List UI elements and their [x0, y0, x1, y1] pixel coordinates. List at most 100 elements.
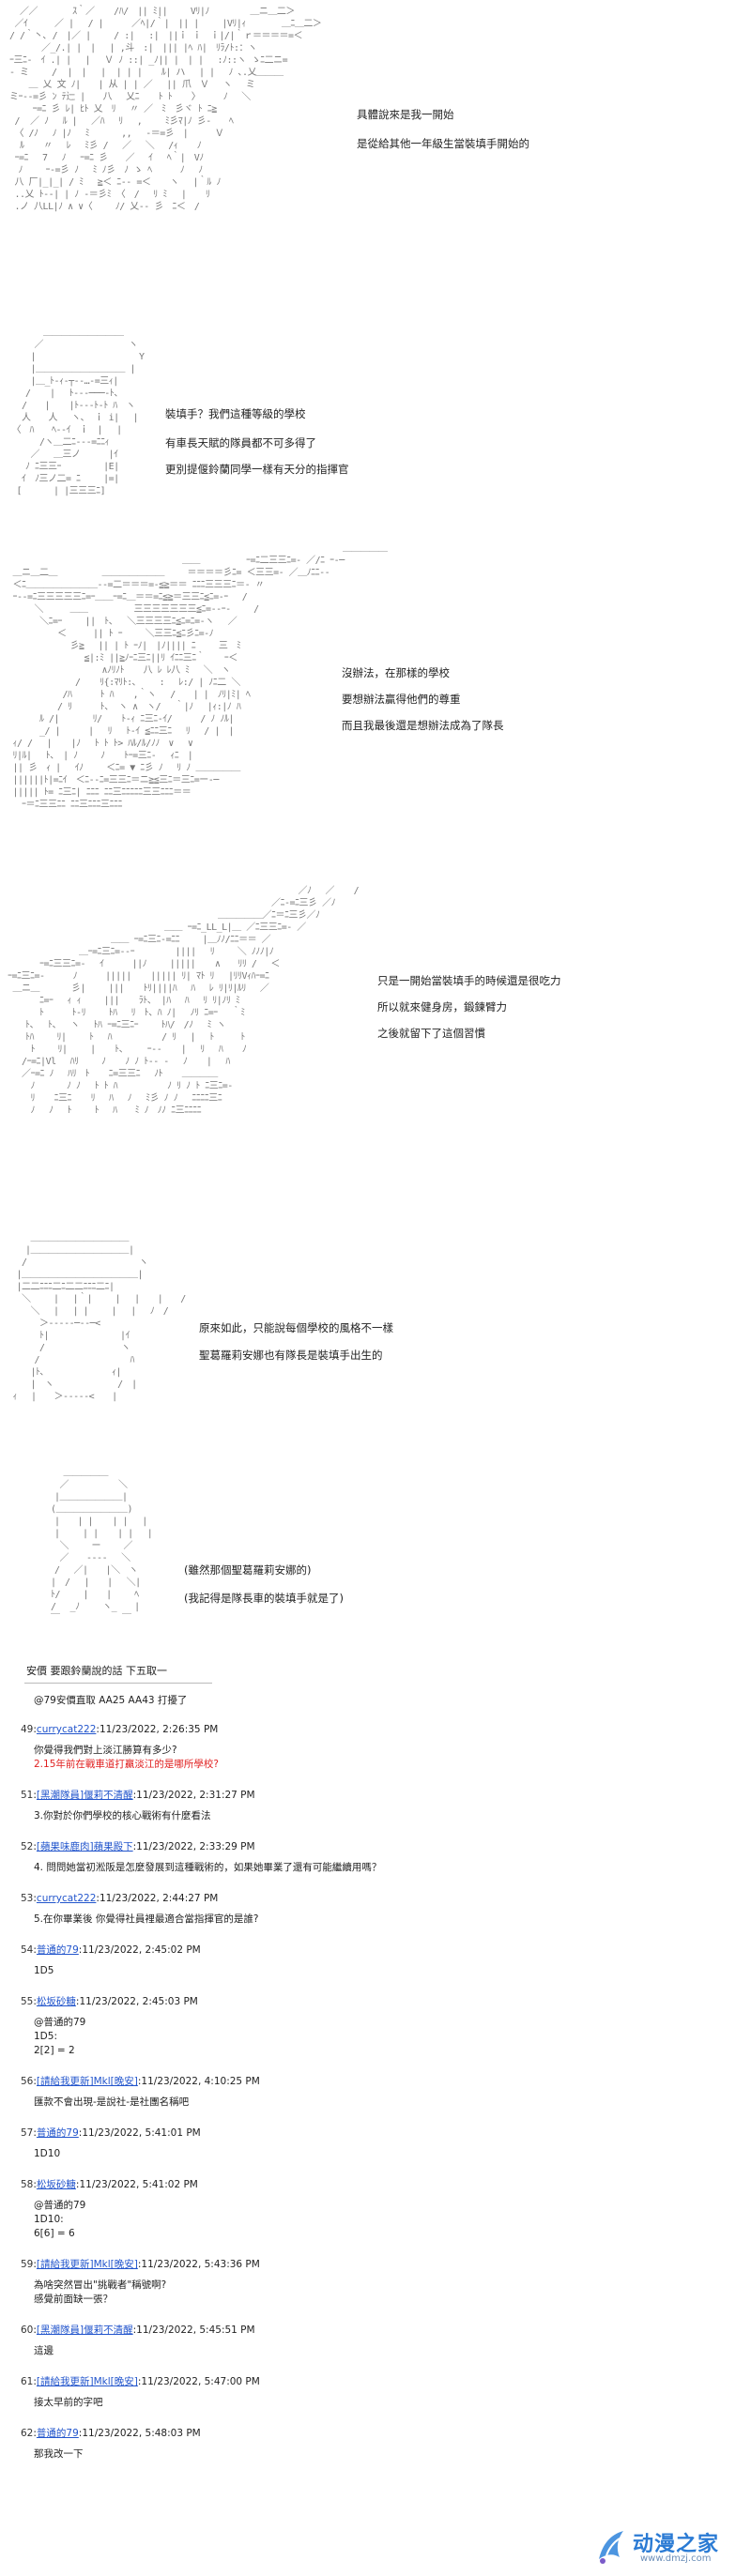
- post-header: 61:[請給我更新]Mkl[晚安]:11/23/2022, 5:47:00 PM: [21, 2376, 260, 2387]
- post-item: 59:[請給我更新]Mkl[晚安]:11/23/2022, 5:43:36 PM…: [21, 2258, 546, 2307]
- dialogue-text: 是從給其他一年級生當裝填手開始的: [357, 137, 529, 150]
- post-line: 3.你對於你們學校的核心戰術有什麼看法: [34, 1810, 211, 1821]
- post-author-link[interactable]: [黑潮隊員]偃莉不清醒: [36, 2324, 133, 2336]
- post-author-link[interactable]: currycat222: [36, 1893, 97, 1904]
- post-header: 57:普通的79:11/23/2022, 5:41:01 PM: [21, 2127, 201, 2139]
- post-body: 那我改一下: [21, 2447, 546, 2462]
- post-author-link[interactable]: [黑潮隊員]偃莉不清醒: [36, 1790, 133, 1801]
- post-line: 匯款不會出現-是說社-是社團名稱吧: [34, 2096, 190, 2108]
- post-header: 56:[請給我更新]Mkl[晚安]:11/23/2022, 4:10:25 PM: [21, 2076, 260, 2087]
- post-body: 3.你對於你們學校的核心戰術有什麼看法: [21, 1809, 546, 1823]
- post-header: 60:[黑潮隊員]偃莉不清醒:11/23/2022, 5:45:51 PM: [21, 2324, 255, 2336]
- post-timestamp: 11/23/2022, 5:41:02 PM: [79, 2179, 198, 2190]
- aa-panel-2: ＿＿＿＿＿＿＿＿＿ ／ ヽ | Y |＿＿＿＿＿＿＿＿＿＿ | |＿_ﾄ-ｨ-┬…: [0, 319, 751, 530]
- post-author-link[interactable]: [請給我更新]Mkl[晚安]: [36, 2376, 138, 2387]
- post-body: 1D10: [21, 2147, 546, 2161]
- ascii-art-4: ／ﾉ ／ / ／ﾆ-=ﾆ三彡 ／ﾉ ＿＿＿＿＿／ﾆ＝ﾆ三彡／ﾉ ＿＿ ｰ=ﾆ_L…: [8, 886, 360, 1116]
- post-author-link[interactable]: 松坂砂糖: [36, 1996, 76, 2007]
- post-author-link[interactable]: 普通的79: [36, 2127, 79, 2139]
- post-number: 49: [21, 1724, 34, 1735]
- post-line: 1D10: [34, 2148, 61, 2159]
- aa-panel-5: ＿＿＿＿＿＿＿＿＿＿＿ |＿＿＿＿＿＿＿＿＿＿＿| / ヽ |＿＿＿＿＿＿＿＿＿…: [0, 1225, 751, 1455]
- post-timestamp: 11/23/2022, 2:45:02 PM: [82, 1944, 201, 1956]
- post-item: 61:[請給我更新]Mkl[晚安]:11/23/2022, 5:47:00 PM…: [21, 2375, 546, 2410]
- post-header: 52:[蘋果味鹿肉]蘋果殿下:11/23/2022, 2:33:29 PM: [21, 1841, 255, 1852]
- footer-note: 安價 要跟鈴蘭說的話 下五取一: [26, 1665, 167, 1677]
- post-body: 你覺得我們對上淡江勝算有多少? 2.15年前在戰車道打贏淡江的是哪所學校?: [21, 1744, 546, 1772]
- post-number: 55: [21, 1996, 34, 2007]
- chat-log: @79安價直取 AA25 AA43 打擾了 49:currycat222:11/…: [21, 1694, 546, 2478]
- post-timestamp: 11/23/2022, 2:31:27 PM: [136, 1790, 255, 1801]
- post-item: 54:普通的79:11/23/2022, 2:45:02 PM 1D5: [21, 1943, 546, 1978]
- post-timestamp: 11/23/2022, 2:33:29 PM: [136, 1841, 255, 1852]
- post-author-link[interactable]: [請給我更新]Mkl[晚安]: [36, 2076, 138, 2087]
- post-header: 55:松坂砂糖:11/23/2022, 2:45:03 PM: [21, 1996, 198, 2007]
- post-timestamp: 11/23/2022, 5:43:36 PM: [141, 2259, 260, 2270]
- post-line: 你覺得我們對上淡江勝算有多少?: [34, 1745, 177, 1756]
- post-timestamp: 11/23/2022, 5:48:03 PM: [82, 2428, 201, 2439]
- post-item: 60:[黑潮隊員]偃莉不清醒:11/23/2022, 5:45:51 PM 這邊: [21, 2324, 546, 2358]
- post-header: 51:[黑潮隊員]偃莉不清醒:11/23/2022, 2:31:27 PM: [21, 1790, 255, 1801]
- post-timestamp: 11/23/2022, 5:41:01 PM: [82, 2127, 201, 2139]
- post-timestamp: 11/23/2022, 2:44:27 PM: [99, 1893, 219, 1904]
- ascii-art-1: ／／ ｽ｀／ /ﾊ/ || ﾐ|| Vﾘ|ﾉ ＿ニ＿二＞ ／ｲ ／ | / | …: [9, 7, 322, 212]
- dialogue-text: 聖葛羅莉安娜也有隊長是裝填手出生的: [199, 1349, 383, 1362]
- post-line-highlight: 2.15年前在戰車道打贏淡江的是哪所學校?: [34, 1759, 219, 1770]
- chat-intro: @79安價直取 AA25 AA43 打擾了: [34, 1695, 188, 1706]
- post-number: 59: [21, 2259, 34, 2270]
- post-body: 為啥突然冒出"挑戰者"稱號啊?感覺前面缺一張？: [21, 2279, 546, 2307]
- post-body: 匯款不會出現-是說社-是社團名稱吧: [21, 2096, 546, 2110]
- post-author-link[interactable]: [請給我更新]Mkl[晚安]: [36, 2259, 138, 2270]
- ascii-art-3: ＿＿＿＿＿ ＿＿ ｰ=ﾆ二三三ﾆ=- ／/ﾆ ｰ‐─ ＿ニ＿二＿ ＿＿＿＿＿＿＿…: [12, 543, 389, 810]
- post-author-link[interactable]: [蘋果味鹿肉]蘋果殿下: [36, 1841, 133, 1852]
- dialogue-text: 有車長天賦的隊員都不可多得了: [165, 436, 316, 450]
- post-author-link[interactable]: currycat222: [36, 1724, 97, 1735]
- post-timestamp: 11/23/2022, 5:47:00 PM: [141, 2376, 260, 2387]
- dialogue-text: 而且我最後還是想辦法成為了隊長: [342, 719, 504, 732]
- dialogue-text: 所以就來健身房，鍛鍊臂力: [377, 1000, 507, 1014]
- post-number: 56: [21, 2076, 34, 2087]
- aa-panel-1: ／／ ｽ｀／ /ﾊ/ || ﾐ|| Vﾘ|ﾉ ＿ニ＿二＞ ／ｲ ／ | / | …: [0, 0, 751, 282]
- post-line: 那我改一下: [34, 2448, 84, 2460]
- post-item: 57:普通的79:11/23/2022, 5:41:01 PM 1D10: [21, 2126, 546, 2161]
- dialogue-text: (我記得是隊長車的裝填手就是了): [184, 1592, 344, 1605]
- post-line: 1D5: [34, 1965, 54, 1976]
- post-line: @普通的79: [34, 2017, 86, 2028]
- aa-panel-3: ＿＿＿＿＿ ＿＿ ｰ=ﾆ二三三ﾆ=- ／/ﾆ ｰ‐─ ＿ニ＿二＿ ＿＿＿＿＿＿＿…: [0, 535, 751, 873]
- post-timestamp: 11/23/2022, 5:45:51 PM: [136, 2324, 255, 2336]
- post-author-link[interactable]: 普通的79: [36, 1944, 79, 1956]
- post-header: 54:普通的79:11/23/2022, 2:45:02 PM: [21, 1944, 201, 1956]
- post-line: 感覺前面缺一張？: [34, 2294, 113, 2305]
- post-number: 57: [21, 2127, 34, 2139]
- post-number: 60: [21, 2324, 34, 2336]
- dialogue-text: 沒辦法，在那樣的學校: [342, 666, 450, 679]
- dialogue-text: 要想辦法贏得他們的尊重: [342, 693, 461, 706]
- dialogue-text: 只是一開始當裝填手的時候還是很吃力: [377, 974, 561, 987]
- site-watermark: 动漫之家 www.dmzj.com: [593, 2525, 734, 2568]
- site-url: www.dmzj.com: [640, 2553, 712, 2564]
- aa-panel-4: ／ﾉ ／ / ／ﾆ-=ﾆ三彡 ／ﾉ ＿＿＿＿＿／ﾆ＝ﾆ三彡／ﾉ ＿＿ ｰ=ﾆ_L…: [0, 877, 751, 1215]
- dialogue-text: 更別提偃鈴蘭同學一樣有天分的指揮官: [165, 463, 349, 476]
- post-number: 52: [21, 1841, 34, 1852]
- post-author-link[interactable]: 松坂砂糖: [36, 2179, 76, 2190]
- aa-panel-6: ＿＿＿＿＿ ／ ＼ |＿＿＿＿＿＿＿| (＿＿＿＿＿＿＿＿) | | | | |…: [0, 1459, 751, 1656]
- post-line: 接太早前的字吧: [34, 2397, 103, 2408]
- site-name: 动漫之家: [633, 2533, 720, 2556]
- post-line: 5.在你畢業後 你覺得社員裡最適合當指揮官的是誰?: [34, 1913, 259, 1925]
- post-body: 接太早前的字吧: [21, 2396, 546, 2410]
- post-line: 這邊: [34, 2345, 54, 2356]
- post-author-link[interactable]: 普通的79: [36, 2428, 79, 2439]
- ascii-art-5: ＿＿＿＿＿＿＿＿＿＿＿ |＿＿＿＿＿＿＿＿＿＿＿| / ヽ |＿＿＿＿＿＿＿＿＿…: [12, 1233, 187, 1402]
- post-number: 51: [21, 1790, 34, 1801]
- post-item: 53:currycat222:11/23/2022, 2:44:27 PM 5.在…: [21, 1892, 546, 1927]
- post-number: 54: [21, 1944, 34, 1956]
- post-line: 2[2] = 2: [34, 2045, 75, 2056]
- post-number: 61: [21, 2376, 34, 2387]
- post-item: 56:[請給我更新]Mkl[晚安]:11/23/2022, 4:10:25 PM…: [21, 2075, 546, 2110]
- post-header: 53:currycat222:11/23/2022, 2:44:27 PM: [21, 1893, 219, 1904]
